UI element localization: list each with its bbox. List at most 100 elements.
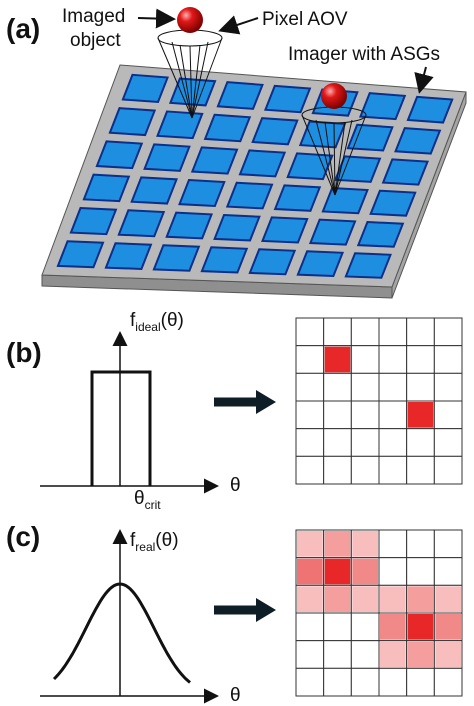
- pixel-grid-ideal: [295, 317, 463, 485]
- grid-cell: [350, 455, 380, 485]
- imager-pixel: [286, 152, 334, 181]
- highlighted-pixel: [407, 614, 434, 640]
- highlighted-pixel: [435, 614, 461, 640]
- imager-pixel: [190, 146, 239, 175]
- pixel-array: [56, 73, 454, 279]
- grid-cell: [433, 400, 463, 430]
- grid-cell: [378, 345, 408, 374]
- imager-pixel: [213, 213, 261, 242]
- imager-pixel: [321, 186, 369, 215]
- grid-cell: [350, 372, 380, 402]
- highlighted-pixel: [380, 586, 406, 612]
- annotation-arrow: [218, 15, 259, 35]
- imager-pixel: [203, 113, 252, 143]
- grid-cell: [295, 455, 325, 485]
- imager-pixel: [296, 250, 345, 278]
- grid-cell: [406, 317, 435, 347]
- panel-a: (a) Imaged object Pixel AOV Imager with …: [6, 6, 467, 299]
- panel-label-a: (a): [6, 13, 40, 44]
- imager-pixel: [165, 211, 213, 240]
- highlighted-pixel: [352, 558, 378, 585]
- grid-cell: [350, 584, 380, 614]
- grid-cell: [378, 529, 408, 559]
- grid-cell: [406, 345, 435, 374]
- imager-pixel: [369, 189, 417, 217]
- imager-pixel: [356, 220, 405, 248]
- grid-cell: [406, 529, 435, 559]
- grid-cell: [406, 455, 435, 485]
- imager-pixel: [238, 149, 287, 178]
- imager-pixel: [406, 95, 454, 124]
- highlighted-pixel: [297, 586, 323, 612]
- imager-pixel: [152, 244, 201, 272]
- grid-cell: [433, 345, 463, 374]
- grid-cell: [378, 428, 408, 457]
- grid-cell: [350, 667, 380, 697]
- imager-pixel: [121, 73, 170, 104]
- imager-pixel: [394, 127, 442, 155]
- panel-label-b: (b): [6, 337, 42, 368]
- imager-pixel: [117, 209, 166, 238]
- grid-cell: [378, 584, 408, 614]
- mapping-arrowhead: [256, 390, 276, 414]
- grid-cell: [433, 455, 463, 485]
- panel-b: (b) fideal(θ) θ θcrit: [6, 310, 463, 512]
- imaged-object-label: Imaged: [62, 6, 125, 27]
- ideal-response-curve: [90, 370, 152, 486]
- grid-cell: [350, 428, 380, 457]
- imager-pixel: [261, 216, 309, 244]
- grid-cell: [323, 612, 352, 642]
- imager-pixel: [178, 178, 226, 207]
- grid-cell: [295, 345, 325, 374]
- x-axis-label: θ: [230, 475, 241, 496]
- imager-pixel: [200, 246, 249, 274]
- grid-cell: [295, 667, 325, 697]
- annotation-arrow: [414, 66, 434, 94]
- grid-cell: [323, 667, 352, 697]
- imager-pixel: [263, 84, 312, 114]
- highlighted-pixel: [435, 641, 461, 668]
- highlighted-pixel: [407, 641, 434, 668]
- pixel-aov-cone: [301, 106, 367, 196]
- grid-cell: [406, 372, 435, 402]
- grid-cell: [378, 317, 408, 347]
- imager-pixel: [104, 242, 153, 270]
- grid-cell: [323, 372, 352, 402]
- grid-cell: [295, 372, 325, 402]
- grid-cell: [433, 640, 463, 669]
- highlighted-pixel: [297, 531, 323, 557]
- imager-pixel: [82, 173, 131, 203]
- grid-cell: [433, 584, 463, 614]
- imager-pixel: [248, 248, 297, 276]
- grid-cell: [350, 640, 380, 669]
- grid-cell: [378, 372, 408, 402]
- highlighted-pixel: [297, 558, 323, 585]
- annotation-arrow: [137, 8, 176, 29]
- grid-cell: [433, 428, 463, 457]
- imaged-object-label: object: [70, 30, 121, 51]
- pixel-aov-label: Pixel AOV: [262, 9, 348, 30]
- x-axis-label: θ: [230, 685, 241, 706]
- imager-pixel: [143, 143, 191, 172]
- grid-cell: [433, 557, 463, 586]
- imager-label: Imager with ASGs: [288, 44, 440, 65]
- highlighted-pixel: [407, 586, 434, 612]
- pixel-grid-real: [295, 529, 463, 697]
- panel-label-c: (c): [6, 521, 40, 552]
- imager-pixel: [381, 158, 429, 186]
- imager-pixel: [346, 123, 394, 152]
- highlighted-pixel: [380, 641, 406, 668]
- grid-cell: [378, 400, 408, 430]
- imaged-object-sphere: [321, 83, 347, 109]
- imager-pixel: [225, 181, 274, 210]
- grid-cell: [323, 428, 352, 457]
- grid-cell: [295, 529, 325, 559]
- highlighted-pixel: [380, 614, 406, 640]
- grid-cell: [323, 455, 352, 485]
- grid-cell: [406, 667, 435, 697]
- grid-cell: [295, 612, 325, 642]
- grid-cell: [295, 428, 325, 457]
- highlighted-pixel: [324, 346, 351, 373]
- grid-cell: [378, 640, 408, 669]
